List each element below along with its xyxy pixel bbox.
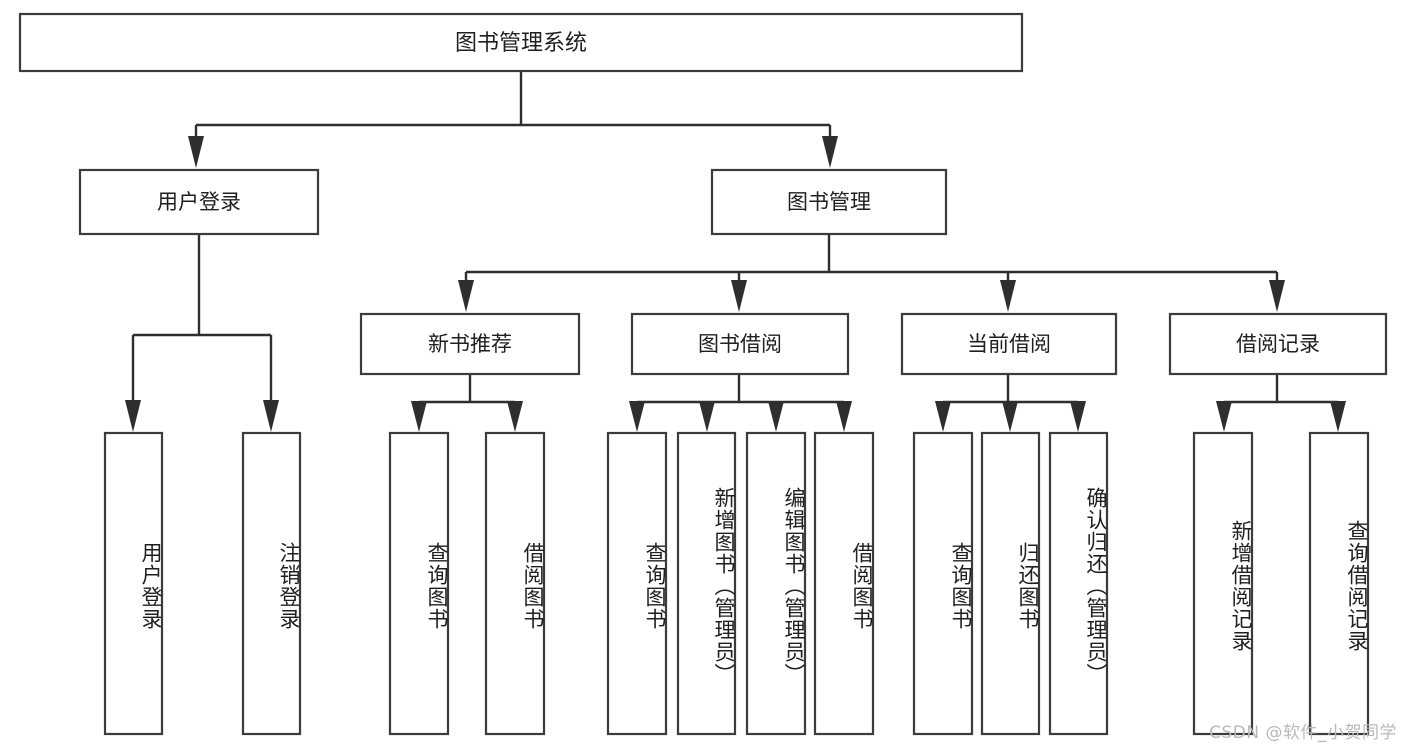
node-root-label: 图书管理系统	[455, 31, 587, 56]
arrowhead-borrow-leaf-4	[836, 401, 852, 432]
node-user-login-label: 用户登录	[157, 190, 241, 214]
node-new-book-recommend-box[interactable]	[359, 312, 581, 376]
leaf-box-borrow-edit-book[interactable]	[745, 431, 807, 736]
node-root[interactable]: 图书管理系统	[18, 12, 1024, 73]
node-current-borrow-box[interactable]	[900, 312, 1118, 376]
arrowhead-borrow-leaf-2	[699, 401, 715, 432]
node-book-borrow[interactable]: 图书借阅	[630, 312, 850, 376]
node-user-login[interactable]: 用户登录	[78, 168, 320, 236]
leaf-box-logout[interactable]	[241, 431, 302, 736]
leaf-box-borrow-add-book[interactable]	[676, 431, 737, 736]
arrowhead-current-leaf-1	[935, 401, 951, 432]
leaf-box-recommend-borrow-book[interactable]	[484, 431, 546, 736]
arrowhead-user-login	[188, 136, 204, 168]
arrowhead-record-leaf-1	[1216, 401, 1232, 432]
node-borrow-record[interactable]: 借阅记录	[1168, 312, 1388, 376]
node-root-box[interactable]	[18, 12, 1024, 73]
leaf-box-current-confirm-return[interactable]	[1048, 431, 1109, 736]
leaf-box-recommend-query-book[interactable]	[388, 431, 450, 736]
arrowhead-borrow-leaf-1	[629, 401, 645, 432]
node-book-borrow-label: 图书借阅	[698, 332, 782, 356]
node-user-login-box[interactable]	[78, 168, 320, 236]
node-current-borrow[interactable]: 当前借阅	[900, 312, 1118, 376]
leaf-box-user-login[interactable]	[103, 431, 164, 736]
arrowhead-new-book-recommend	[458, 280, 474, 312]
arrowhead-current-leaf-2	[1002, 401, 1018, 432]
node-borrow-record-box[interactable]	[1168, 312, 1388, 376]
leaf-box-record-query[interactable]	[1308, 431, 1370, 736]
node-new-book-recommend-label: 新书推荐	[428, 332, 512, 356]
leaf-box-record-add[interactable]	[1192, 431, 1254, 736]
arrowhead-book-manage	[822, 136, 838, 168]
arrowhead-recommend-leaf-1	[411, 401, 427, 432]
leaf-box-current-return-book[interactable]	[980, 431, 1041, 736]
node-book-manage-box[interactable]	[710, 168, 948, 236]
arrowhead-record-leaf-2	[1330, 401, 1346, 432]
node-book-manage[interactable]: 图书管理	[710, 168, 948, 236]
arrowhead-current-borrow	[1000, 280, 1016, 312]
arrowhead-current-leaf-3	[1070, 401, 1086, 432]
node-book-manage-label: 图书管理	[787, 190, 871, 214]
leaf-box-borrow-query-book[interactable]	[606, 431, 668, 736]
leaf-box-borrow-borrow-book[interactable]	[813, 431, 875, 736]
arrowhead-leaf-logout	[263, 400, 279, 432]
leaf-box-current-query-book[interactable]	[912, 431, 974, 736]
node-borrow-record-label: 借阅记录	[1236, 332, 1320, 356]
node-book-borrow-box[interactable]	[630, 312, 850, 376]
arrowhead-recommend-leaf-2	[507, 401, 523, 432]
node-current-borrow-label: 当前借阅	[967, 332, 1051, 356]
arrowhead-borrow-record	[1269, 280, 1285, 312]
arrowhead-leaf-user-login	[125, 400, 141, 432]
arrowhead-book-borrow	[731, 280, 747, 312]
csdn-watermark: CSDN @软件_小贺同学	[1209, 723, 1397, 743]
connector-group	[125, 71, 1346, 432]
node-new-book-recommend[interactable]: 新书推荐	[359, 312, 581, 376]
leaf-box-group	[103, 431, 1370, 736]
arrowhead-borrow-leaf-3	[768, 401, 784, 432]
